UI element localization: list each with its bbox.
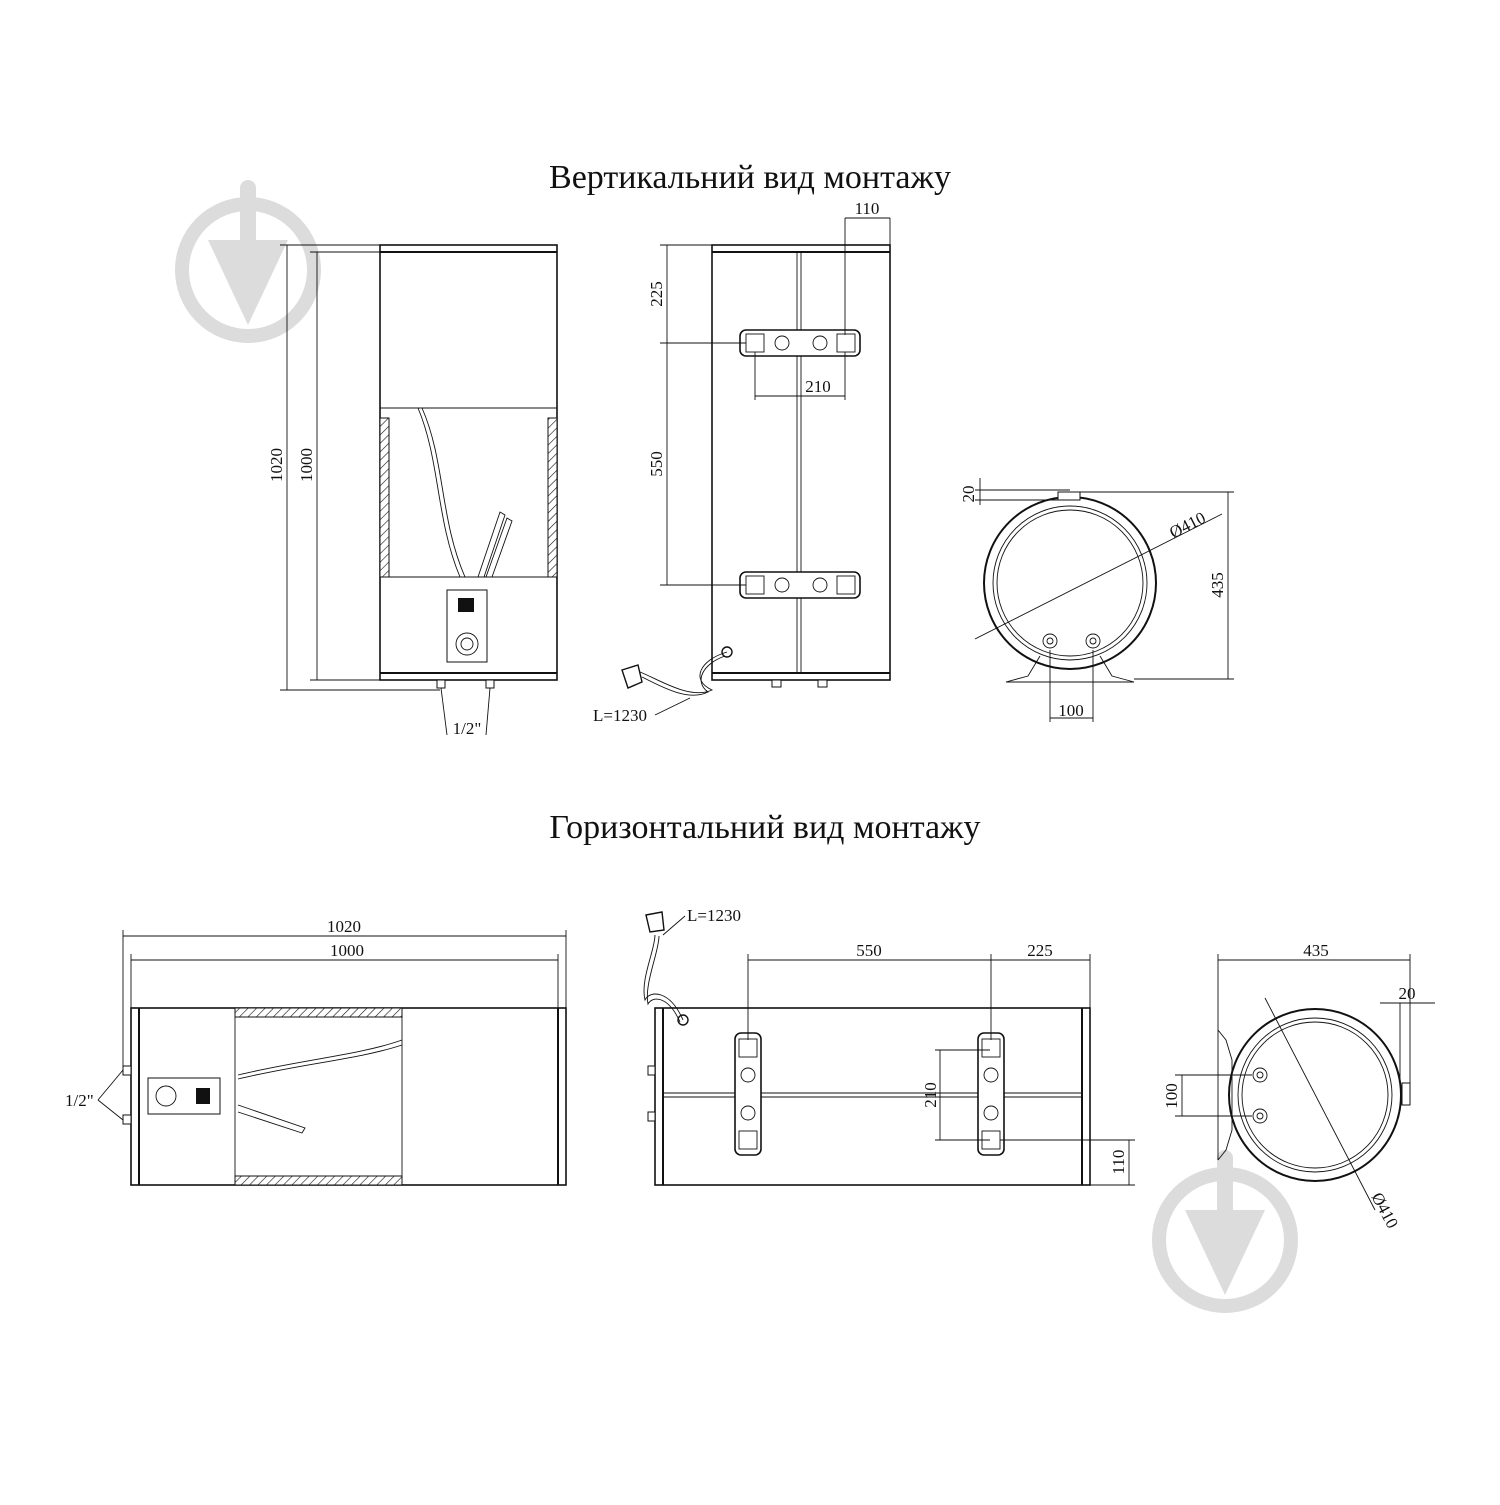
h-left-bracket [734,1032,762,1156]
v-top-collar: 20 [959,486,978,503]
h-back-bracket-depth: 110 [1109,1150,1128,1175]
lower-bracket [739,571,861,599]
vertical-side-view: 225 550 110 210 L=1230 [593,199,891,725]
h-back-bracket-spacing: 550 [856,941,882,960]
h-end-pipe-spacing: 100 [1162,1083,1181,1109]
h-power-cable [643,934,684,1021]
watermark-logo-bottom [1152,1150,1298,1313]
display-icon [458,598,474,612]
h-back-side-offset: 225 [1027,941,1053,960]
v-top-depth: 435 [1208,572,1227,598]
v-top-diameter: Ø410 [1166,508,1208,542]
v-side-bracket-spacing: 550 [647,451,666,477]
vertical-title: Вертикальний вид монтажу [549,159,951,196]
h-plug-icon [645,911,665,933]
h-back-cable-length: L=1230 [687,906,741,925]
horizontal-front-view: 1020 1000 1/2" [65,917,567,1186]
power-cable [639,651,728,694]
plug-icon [621,664,643,689]
h-front-pipe-label: 1/2" [65,1091,94,1110]
vertical-front-view: 1020 1000 1/2" [267,244,558,738]
v-front-pipe-label: 1/2" [453,719,482,738]
horizontal-back-view: L=1230 550 225 210 110 [643,906,1135,1186]
v-side-cable-length: L=1230 [593,706,647,725]
vertical-top-view: Ø410 20 435 100 [959,478,1234,722]
horizontal-title: Горизонтальний вид монтажу [549,809,980,846]
h-display-icon [196,1088,210,1104]
h-end-diameter: Ø410 [1368,1189,1403,1231]
h-front-width-outer: 1020 [327,917,361,936]
upper-bracket [739,329,861,357]
v-side-bracket-depth: 110 [855,199,880,218]
horizontal-end-view: Ø410 435 20 100 [1162,941,1435,1232]
watermark-logo-top [175,180,321,343]
h-front-width-inner: 1000 [330,941,364,960]
h-thermostat-knob-icon [155,1085,177,1107]
v-side-top-offset: 225 [647,281,666,307]
h-right-bracket [977,1032,1005,1156]
thermostat-knob-icon [455,632,479,656]
v-front-height-outer: 1020 [267,448,286,482]
h-end-collar: 20 [1399,984,1416,1003]
h-end-depth: 435 [1303,941,1329,960]
v-front-height-inner: 1000 [297,448,316,482]
v-top-pipe-spacing: 100 [1058,701,1084,720]
v-side-bracket-width: 210 [805,377,831,396]
h-back-bracket-width: 210 [921,1082,940,1108]
